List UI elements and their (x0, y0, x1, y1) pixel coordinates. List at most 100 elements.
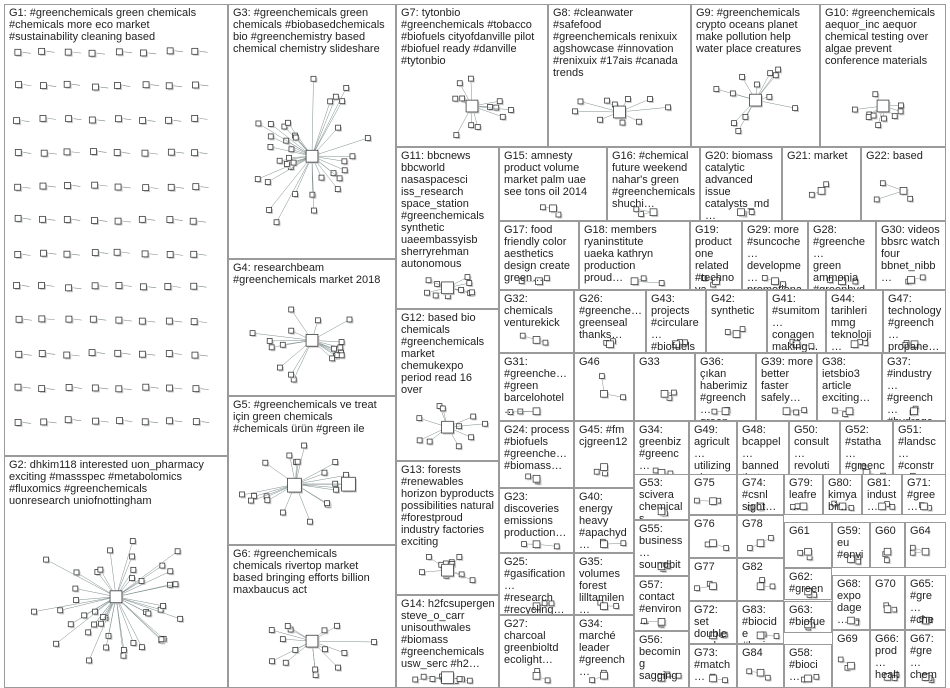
self-loop (150, 386, 159, 389)
node (339, 98, 346, 105)
group-G43: G43: projects #circulare… #biofuels… (646, 290, 706, 353)
node (311, 207, 317, 214)
group-label: G16: #chemical future weekend nahar's gr… (612, 150, 696, 210)
group-label: G12: based bio chemicals #greenchemicals… (401, 312, 485, 396)
node (284, 161, 290, 167)
node (746, 668, 752, 675)
node (38, 282, 45, 289)
self-loop (199, 152, 208, 154)
group-G81: G81: indust… #gree… (862, 474, 902, 515)
node (540, 204, 546, 211)
group-network (808, 181, 831, 199)
group-network (507, 407, 542, 417)
node (597, 116, 603, 123)
node (657, 674, 666, 682)
node (549, 204, 557, 213)
group-network (412, 671, 474, 686)
group-network (873, 180, 915, 204)
group-G10: G10: #greenchemicals aequor_inc aequor c… (820, 4, 946, 147)
self-loop (149, 253, 158, 256)
node (474, 124, 481, 130)
group-label: G10: #greenchemicals aequor_inc aequor c… (825, 7, 936, 67)
node (284, 623, 291, 629)
edge (295, 483, 347, 489)
node (419, 569, 425, 575)
group-label: G69 (837, 633, 858, 645)
group-network (589, 669, 609, 685)
node (324, 500, 330, 507)
node (335, 124, 341, 131)
group-G33: G33 (634, 353, 695, 421)
node (141, 149, 149, 157)
node (577, 98, 584, 105)
node (192, 183, 200, 191)
group-network (905, 274, 927, 286)
node (640, 275, 647, 282)
group-network (657, 671, 683, 683)
node (572, 108, 578, 115)
self-loop (46, 285, 55, 287)
node (899, 187, 908, 195)
node (625, 96, 631, 102)
edge (115, 596, 164, 607)
group-G70: G70 (870, 575, 905, 630)
self-loop (122, 353, 131, 355)
node (630, 277, 639, 286)
node (902, 341, 909, 348)
group-G60: G60 (870, 522, 905, 568)
node (542, 339, 549, 346)
node (761, 275, 768, 281)
node (416, 437, 423, 444)
node (465, 99, 479, 113)
node (765, 674, 771, 681)
group-G38: G38: ietsbio3 article exciting… (817, 353, 882, 421)
self-loop (199, 321, 208, 323)
node (847, 616, 855, 625)
node (281, 123, 288, 130)
node (288, 327, 295, 334)
self-loop (147, 353, 156, 356)
node (464, 274, 471, 280)
node (508, 107, 514, 113)
node (507, 409, 514, 415)
edge (115, 540, 134, 597)
node (897, 108, 904, 115)
node (114, 349, 122, 357)
edge (271, 629, 313, 642)
node (64, 416, 72, 424)
group-label: G53: scivera chemicals (639, 477, 683, 520)
node (532, 407, 541, 416)
group-label: G36: çıkan haberimiz #greench… green… (700, 356, 748, 420)
node (249, 330, 256, 336)
node (92, 83, 99, 91)
node (466, 677, 473, 684)
group-network (597, 599, 621, 612)
group-label: G3: #greenchemicals green chemicals #bio… (233, 7, 385, 55)
self-loop (99, 220, 108, 222)
group-G55: G55: business… soundbit… (634, 520, 689, 576)
group-label: G26: #greenche… greenseal thanks… (579, 293, 642, 341)
edge (55, 596, 117, 644)
group-G34-marche: G34: marché leader #greench… (574, 615, 634, 688)
node (321, 469, 328, 476)
node (898, 102, 904, 109)
node (191, 115, 199, 122)
node (487, 104, 493, 110)
node (804, 674, 812, 683)
group-label: G19: product one related #technova philo… (695, 224, 735, 290)
group-label: G42: synthetic (711, 293, 755, 317)
node (801, 407, 807, 413)
node (532, 474, 541, 483)
group-network (919, 502, 933, 512)
node (600, 389, 608, 398)
group-G29: G29: more #suncoche… developme… promotio… (742, 221, 808, 290)
node (876, 99, 890, 113)
self-loop (176, 151, 185, 154)
node (469, 577, 476, 584)
node (158, 636, 165, 643)
node (129, 553, 135, 560)
node (458, 571, 465, 578)
node (589, 677, 595, 683)
group-network (641, 618, 667, 629)
group-network (572, 96, 673, 127)
